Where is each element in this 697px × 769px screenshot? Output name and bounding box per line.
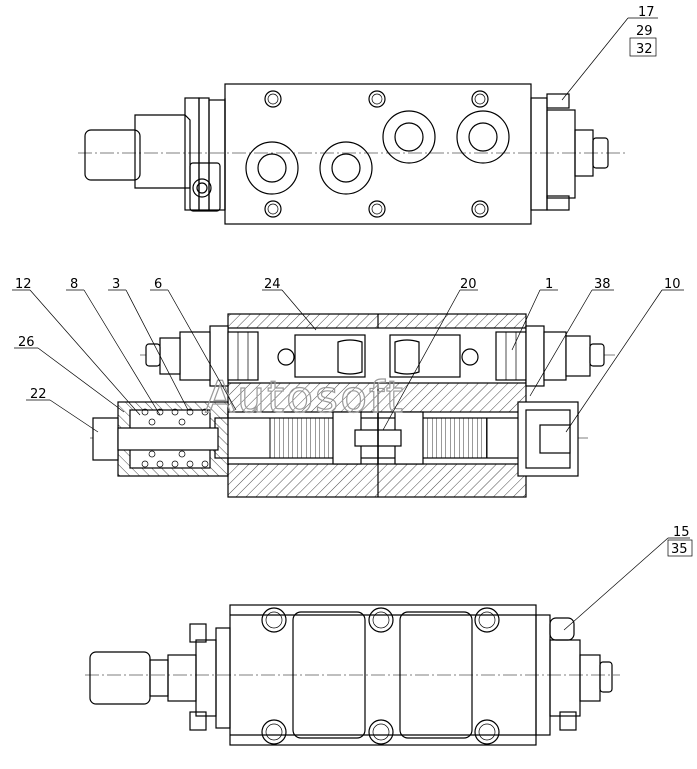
callout-15: 15 (673, 525, 690, 540)
callout-22: 22 (30, 387, 47, 402)
callout-1: 1 (545, 277, 553, 292)
callout-38: 38 (594, 277, 611, 292)
callout-32: 32 (636, 42, 653, 57)
ports-top (245, 110, 510, 195)
leader-lines (12, 17, 693, 631)
bottom-view (85, 604, 620, 746)
watermark: Autosoft (205, 372, 405, 423)
callout-24: 24 (264, 277, 281, 292)
bolt-holes-top (264, 90, 489, 218)
bolt-holes-bottom (261, 607, 500, 745)
callout-6: 6 (154, 277, 162, 292)
spring-coils (141, 408, 209, 468)
callout-26: 26 (18, 335, 35, 350)
callout-3: 3 (112, 277, 120, 292)
callout-8: 8 (70, 277, 78, 292)
section-view: Autosoft (90, 313, 615, 498)
callout-29: 29 (636, 24, 653, 39)
callout-20: 20 (460, 277, 477, 292)
callout-17: 17 (638, 5, 655, 20)
callout-labels: 17 29 32 12 8 3 6 24 20 1 38 10 26 22 15… (15, 5, 690, 557)
callout-35: 35 (671, 542, 688, 557)
top-view (78, 83, 625, 225)
callout-12: 12 (15, 277, 32, 292)
callout-10: 10 (664, 277, 681, 292)
